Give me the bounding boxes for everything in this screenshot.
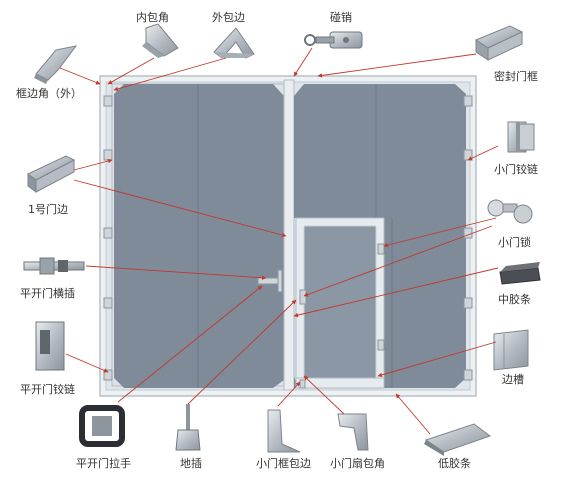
frame-corner-outer-part: [34, 45, 78, 84]
label-cross-bolt: 平开门横插: [20, 287, 75, 300]
label-bottom-rubber: 低胶条: [438, 457, 471, 470]
label-swing-handle: 平开门拉手: [76, 457, 131, 470]
swing-hinge-part: [35, 321, 65, 371]
label-inner-corner: 内包角: [136, 11, 169, 24]
outer-edge-part: [213, 27, 255, 59]
cross-bolt-part: [257, 277, 281, 285]
garage-door: [99, 75, 477, 397]
label-frame-corner-outer: 框边角（外）: [16, 87, 82, 100]
bolt-part: [304, 31, 363, 49]
left-door-leaf: [111, 83, 287, 388]
small-frame-edge-part: [267, 409, 301, 453]
left-panel: [114, 84, 284, 388]
label-small-frame-edge: 小门框包边: [256, 457, 311, 470]
label-bolt: 碰销: [330, 11, 352, 24]
label-swing-hinge: 平开门铰链: [20, 383, 75, 396]
label-outer-edge: 外包边: [212, 11, 245, 24]
ground-bolt-part: [175, 404, 201, 451]
label-small-door-corner: 小门扇包角: [330, 457, 385, 470]
label-side-groove: 边槽: [502, 373, 524, 386]
label-ground-bolt: 地插: [180, 457, 202, 470]
small-door: [295, 217, 385, 389]
small-lock-part-icon: [487, 199, 533, 224]
right-panel-top: [294, 84, 466, 388]
label-small-hinge: 小门铰链: [494, 163, 538, 176]
small-lock-part: [299, 289, 307, 305]
small-door-corner-part: [337, 413, 369, 451]
swing-handle-part: [79, 405, 125, 447]
seal-frame-part: [474, 25, 524, 61]
label-small-lock: 小门锁: [498, 236, 531, 249]
mid-rubber-part: [499, 262, 541, 285]
label-seal-frame: 密封门框: [494, 70, 538, 83]
side-groove-part: [493, 329, 529, 371]
inner-corner-part: [142, 23, 179, 58]
label-mid-rubber: 中胶条: [498, 293, 531, 306]
cross-bolt-part-icon: [23, 257, 85, 275]
small-hinge-part: [507, 121, 535, 153]
door-edge-1-part: [27, 155, 76, 193]
center-post: [283, 79, 295, 391]
bottom-rubber-part: [424, 423, 492, 456]
label-door-edge-1: 1号门边: [28, 203, 68, 216]
callout-arrows: [59, 47, 499, 435]
right-hinges: [463, 95, 473, 381]
